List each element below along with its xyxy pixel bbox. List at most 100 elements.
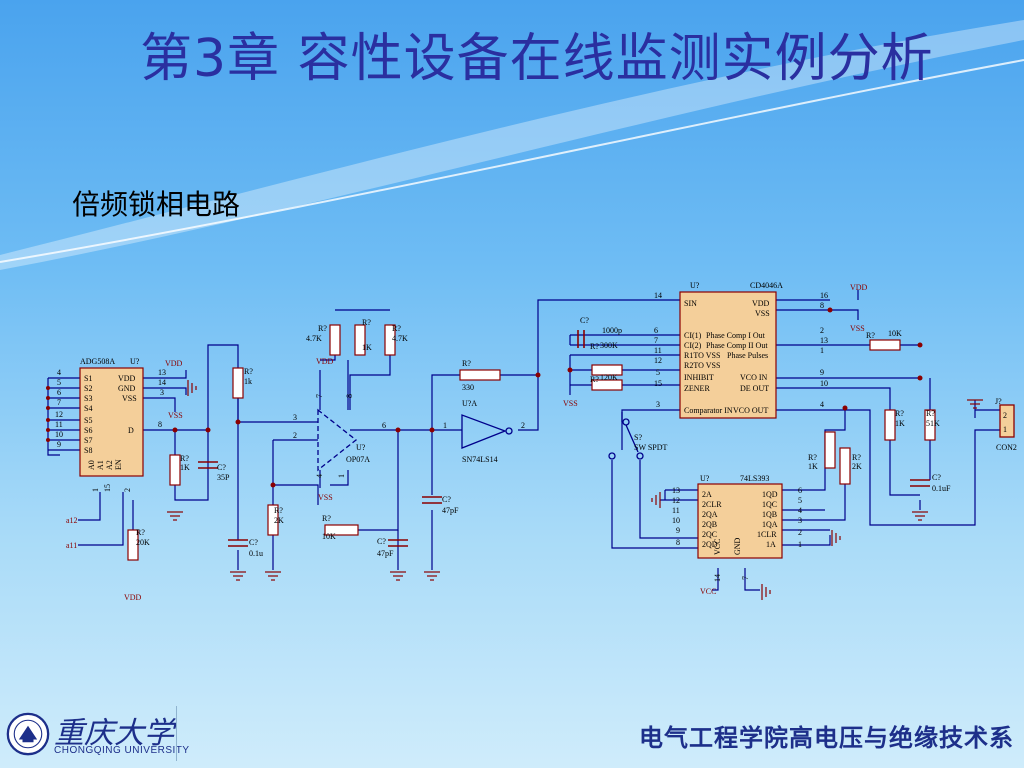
schematic-label: R? [852,453,861,462]
schematic-label: 1 [443,421,447,430]
schematic-label: 330 [462,383,474,392]
schematic-label: 51K [926,419,940,428]
schematic-label: 1A [766,540,776,549]
opamp-symbol [317,408,358,472]
schematic-label: 2 [798,528,802,537]
ls393-chip [697,483,783,559]
schematic-label: C? [932,473,941,482]
schematic-label: 1K [180,463,190,472]
schematic-label: 11 [654,346,662,355]
schematic-label: R? [322,514,331,523]
slide-title: 第3章 容性设备在线监测实例分析 [140,29,934,89]
schematic-label: 2K [274,516,284,525]
schematic-label: 13 [158,368,166,377]
schematic-label: 2 [293,431,297,440]
schematic-label: R? [362,318,371,327]
schematic-label: 74LS393 [740,474,769,483]
schematic-label: C? [442,495,451,504]
schematic-label: R? [244,367,253,376]
schematic-label: 1K [895,419,905,428]
schematic-label: A1 [96,460,105,470]
schematic-label: 47pF [442,506,459,515]
schematic-label: 35P [217,473,230,482]
schematic-label: CI(1) [684,331,702,340]
schematic-label: R? [895,409,904,418]
schematic-label: U? [700,474,710,483]
schematic-label: 16 [820,291,828,300]
schematic-label: R? [808,453,817,462]
schematic-label: U? [356,443,366,452]
schematic-label: 12 [55,410,63,419]
schematic-label: a11 [66,541,77,550]
schematic-label: 1 [1003,425,1007,434]
schematic-label: 14 [158,378,166,387]
schematic-label: 2 [123,488,132,492]
schematic-label: VDD [165,359,183,368]
schematic-label: 13 [672,486,680,495]
schematic-label: 300K [600,341,618,350]
schematic-label: A2 [105,460,114,470]
schematic-label: 1k [244,377,252,386]
schematic-label: 2QD [702,540,718,549]
schematic-label: S3 [84,394,92,403]
schematic-label: EN [114,459,123,470]
schematic-label: 10K [322,532,336,541]
schematic-label: R? [866,331,875,340]
schematic-label: 2QC [702,530,717,539]
schematic-label: 10 [672,516,680,525]
schematic-label: C? [249,538,258,547]
schematic-label: 2QB [702,520,717,529]
schematic-label: 4.7K [392,334,408,343]
schematic-label: VDD [316,357,334,366]
schematic-label: VSS [850,324,865,333]
schematic-label: 1 [820,346,824,355]
schematic-label: 9 [820,368,824,377]
schematic-label: DE OUT [740,384,769,393]
schematic-label: 1QD [762,490,778,499]
schematic-label: 4.7K [306,334,322,343]
schematic-label: C? [377,537,386,546]
slide-subtitle: 倍频锁相电路 [72,188,241,221]
schematic-label: 0.1uF [932,484,951,493]
schematic-label: VCC [700,587,716,596]
schematic-label: VCO IN [740,373,768,382]
schematic-label: VSS [168,411,183,420]
schematic-label: GND [733,537,742,555]
schematic-label: 14 [713,574,722,582]
schematic-label: S6 [84,426,92,435]
schematic-label: 1QA [762,520,778,529]
schematic-label: Phase Comp I Out [706,331,766,340]
schematic-label: 47pF [377,549,394,558]
schematic-label: 8 [158,420,162,429]
schematic-label: 3 [293,413,297,422]
schematic-label: 3 [160,388,164,397]
schematic-label: SW SPDT [634,443,668,452]
schematic-label: VDD [118,374,136,383]
schematic-label: VSS [318,493,333,502]
schematic-label: 13 [820,336,828,345]
schematic-label: GND [118,384,136,393]
schematic-label: 9 [676,526,680,535]
schematic-label: 15 [654,379,662,388]
schematic-label: R? [392,324,401,333]
schematic-label: R? [590,342,599,351]
schematic-label: R2TO VSS [684,361,720,370]
schematic-label: 12 [654,356,662,365]
schematic-label: 1000p [602,326,622,335]
schematic-label: 5 [656,368,660,377]
schematic-label: 4 [798,506,802,515]
schematic-label: A0 [87,460,96,470]
schematic-label: SIN [684,299,697,308]
schematic-label: Comparator IN [684,406,733,415]
schematic-label: U? [690,281,700,290]
schematic-label: R? [462,359,471,368]
schematic-label: 8 [820,301,824,310]
university-name-cn: 重庆大学 [54,716,174,751]
schematic-label: R? [274,506,283,515]
schematic-label: 11 [55,420,63,429]
schematic-label: 9 [57,440,61,449]
schematic-label: 6 [654,326,658,335]
schematic-label: 1QC [762,500,777,509]
schematic-label: ZENER [684,384,710,393]
